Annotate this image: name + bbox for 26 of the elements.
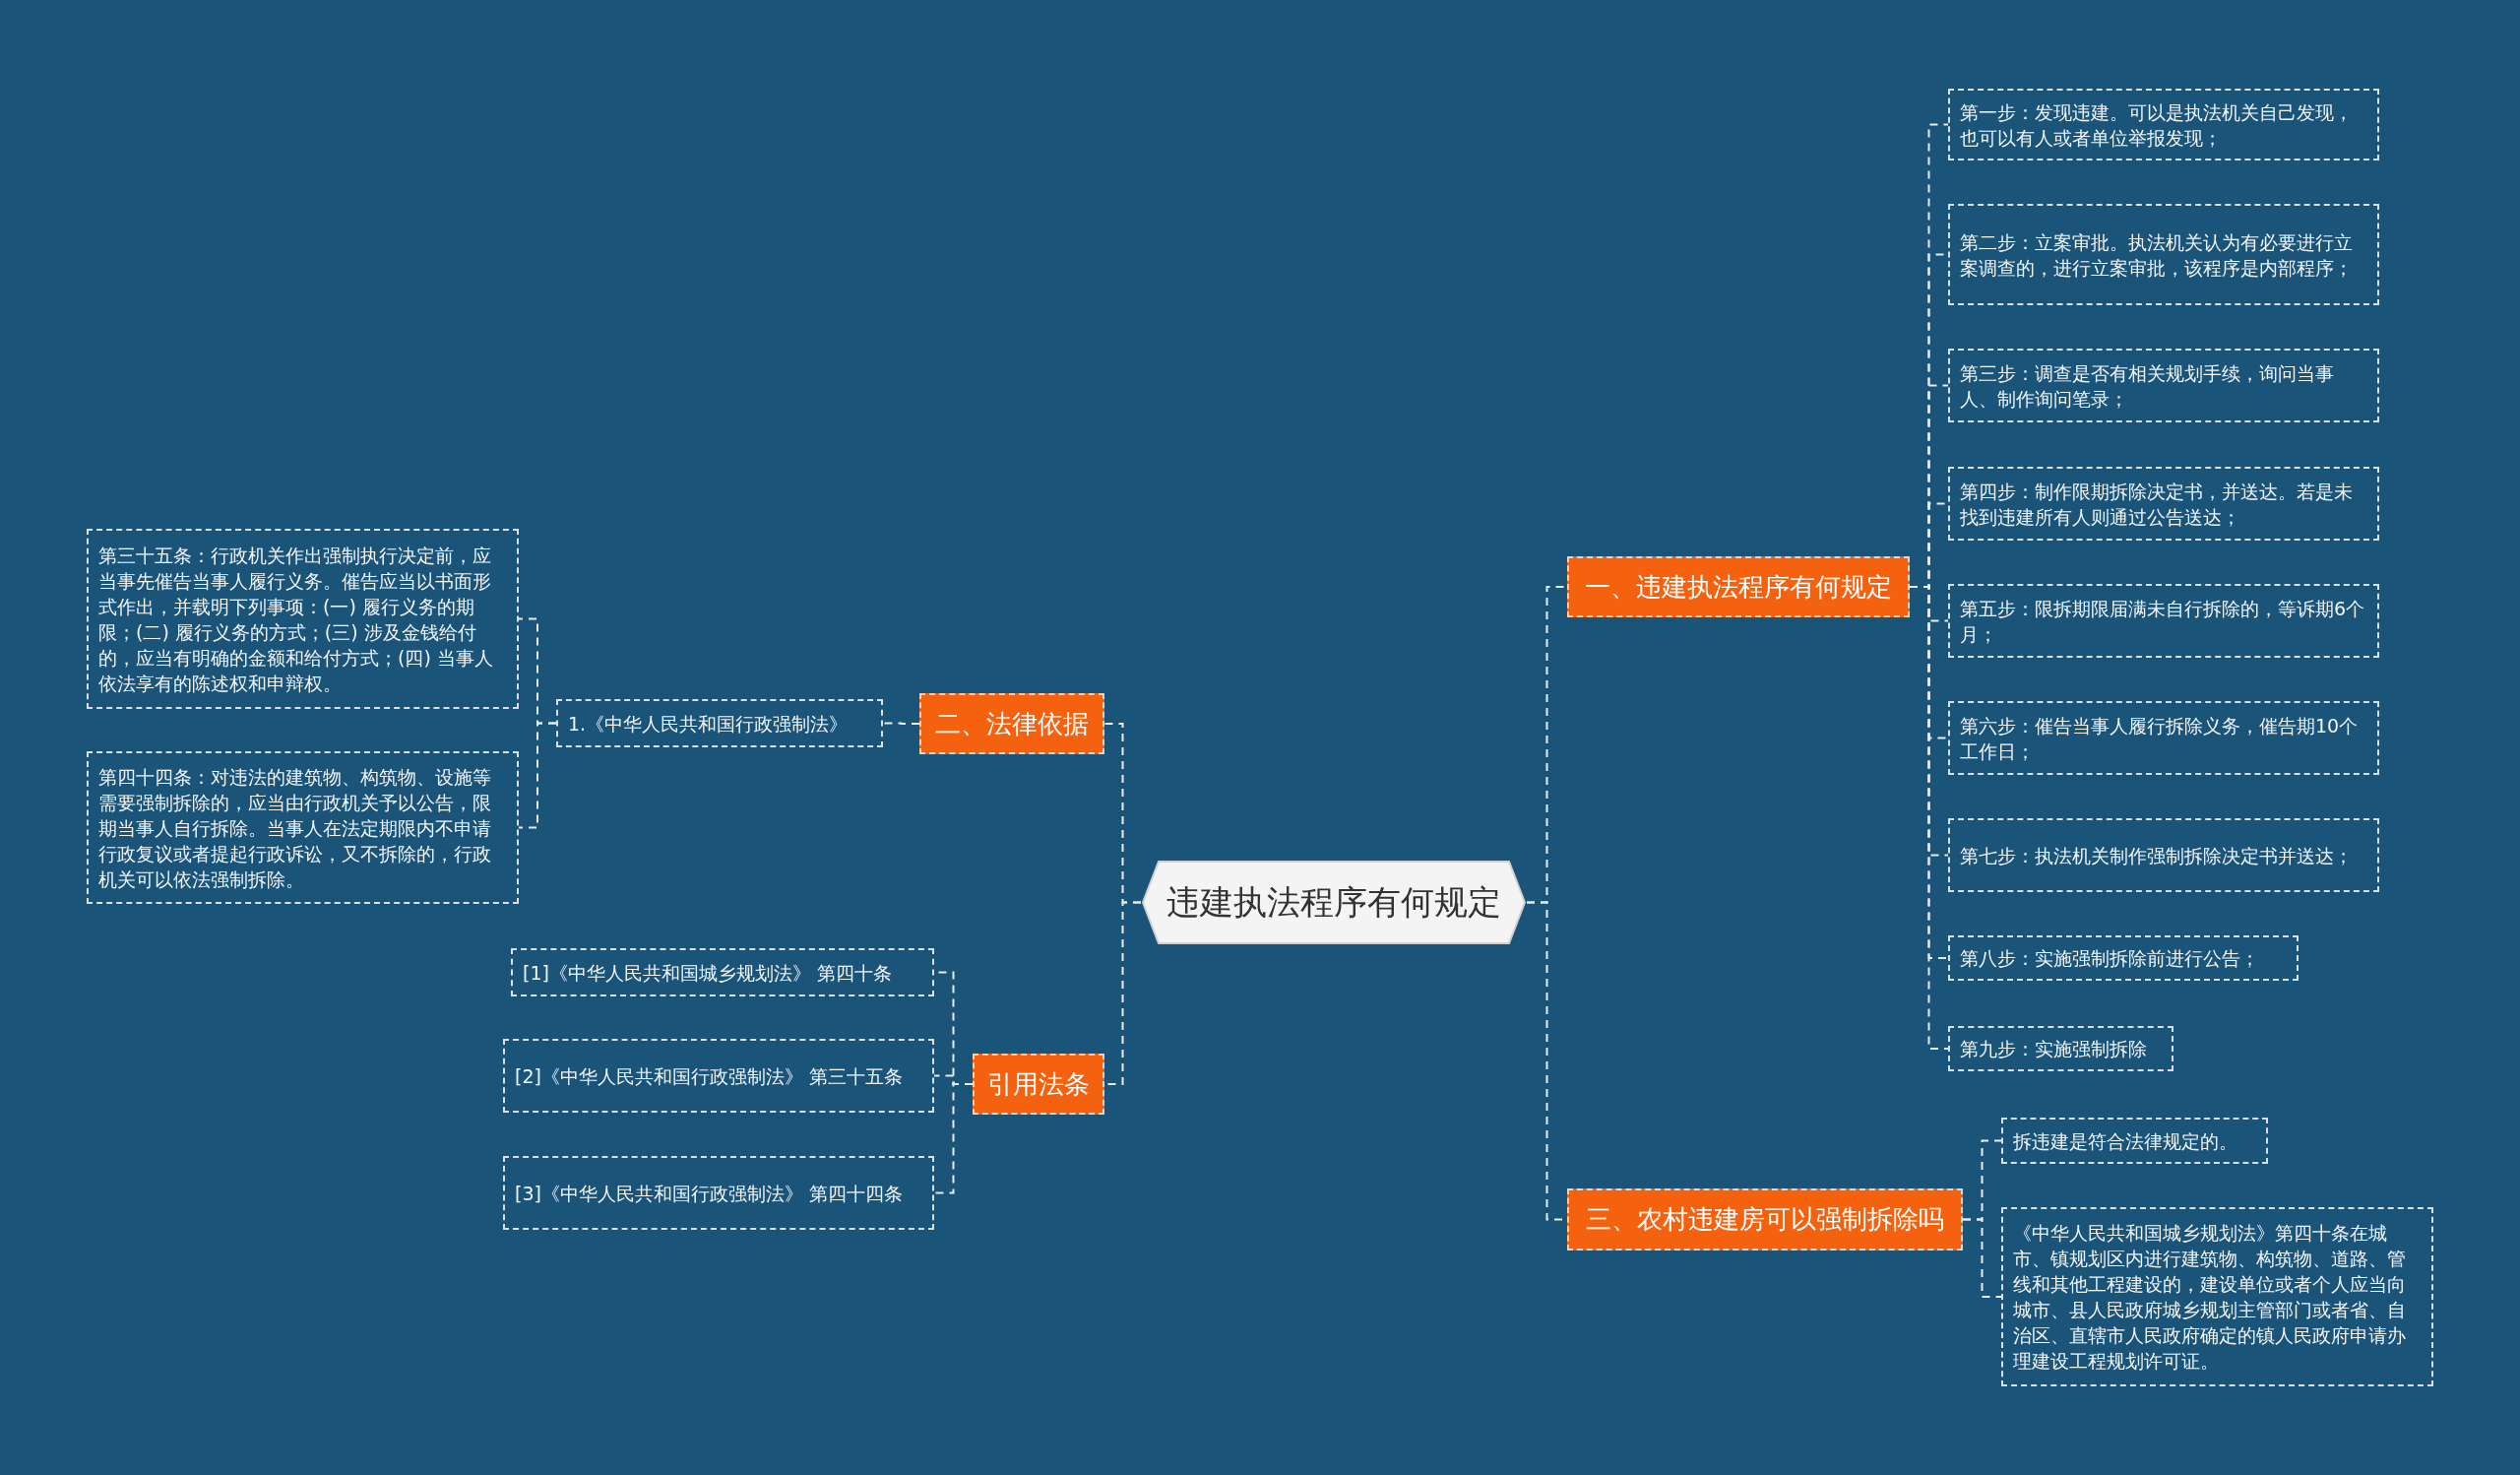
connector-line <box>933 1083 974 1194</box>
text-box: 第三步：调查是否有相关规划手续，询问当事人、制作询问笔录； <box>1948 349 2379 422</box>
text-box: 第五步：限拆期限届满未自行拆除的，等诉期6个月； <box>1948 584 2379 658</box>
text-box: 第四步：制作限期拆除决定书，并送达。若是未找到违建所有人则通过公告送达； <box>1948 467 2379 541</box>
connector-line <box>1962 1218 2002 1298</box>
connector-line <box>518 722 557 829</box>
text-box: 拆违建是符合法律规定的。 <box>2001 1118 2268 1164</box>
text-box: 第六步：催告当事人履行拆除义务，催告期10个工作日； <box>1948 701 2379 775</box>
text-box: 第三十五条：行政机关作出强制执行决定前，应当事先催告当事人履行义务。催告应当以书面形式作出，并载明下列事项：(一) 履行义务的期限；(二) 履行义务的方式；(三) 涉及金钱给付的，应当有明确的金额和给付方式；(四) 当事人依法享有的陈述权和申辩权。 <box>87 529 519 709</box>
text-box: 第二步：立案审批。执法机关认为有必要进行立案调查的，进行立案审批，该程序是内部程序； <box>1948 204 2379 305</box>
root-title: 违建执法程序有何规定 <box>1166 880 1501 924</box>
text-box: 第九步：实施强制拆除 <box>1948 1026 2174 1071</box>
text-box: 第四十四条：对违法的建筑物、构筑物、设施等需要强制拆除的，应当由行政机关予以公告，限期当事人自行拆除。当事人在法定期限内不申请行政复议或者提起行政诉讼，又不拆除的，行政机关可以依法强制拆除。 <box>87 751 519 904</box>
text-box: 1.《中华人民共和国行政强制法》 <box>556 699 883 747</box>
text-box: [3]《中华人民共和国行政强制法》 第四十四条 <box>503 1156 934 1230</box>
topic-box: 一、违建执法程序有何规定 <box>1567 556 1910 617</box>
text-box: [2]《中华人民共和国行政强制法》 第三十五条 <box>503 1039 934 1113</box>
text-box: [1]《中华人民共和国城乡规划法》 第四十条 <box>511 948 934 996</box>
topic-box: 引用法条 <box>973 1054 1104 1115</box>
text-box: 《中华人民共和国城乡规划法》第四十条在城市、镇规划区内进行建筑物、构筑物、道路、管线和其他工程建设的，建设单位或者个人应当向城市、县人民政府城乡规划主管部门或者省、自治区、直辖市人民政府确定的镇人民政府申请办理建设工程规划许可证。 <box>2001 1207 2433 1386</box>
text-box: 第八步：实施强制拆除前进行公告； <box>1948 935 2299 981</box>
topic-box: 二、法律依据 <box>919 693 1104 754</box>
topic-box: 三、农村违建房可以强制拆除吗 <box>1567 1188 1963 1251</box>
connector-line <box>882 722 920 725</box>
text-box: 第七步：执法机关制作强制拆除决定书并送达； <box>1948 818 2379 892</box>
text-box: 第一步：发现违建。可以是执法机关自己发现，也可以有人或者单位举报发现； <box>1948 89 2379 160</box>
